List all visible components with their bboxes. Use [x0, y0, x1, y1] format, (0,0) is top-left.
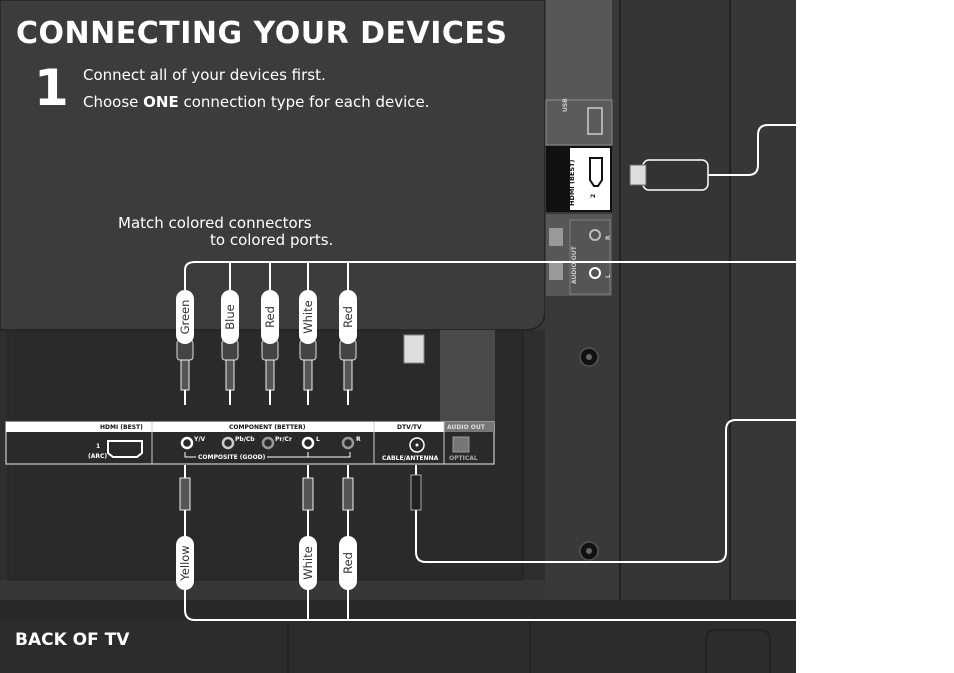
- cable-color-label: Red: [341, 552, 355, 574]
- antenna-jack-icon: [409, 437, 425, 453]
- component-header: COMPONENT (BETTER): [229, 424, 306, 431]
- hdmi1-port-icon: [107, 440, 143, 458]
- cable-antenna-label: CABLE/ANTENNA: [382, 455, 439, 462]
- instruction-line-2-pre: Choose: [83, 93, 144, 111]
- back-of-tv-label: BACK OF TV: [15, 630, 130, 650]
- prcr-jack-icon: [261, 436, 275, 450]
- cable-color-label: Red: [341, 306, 355, 328]
- audio-out-header: AUDIO OUT: [447, 424, 485, 431]
- hdmi-port-number: 1: [96, 443, 101, 450]
- hdmi-arc-label: (ARC): [88, 453, 108, 460]
- pbcb-jack-icon: [221, 436, 235, 450]
- cable-color-tag: White: [299, 536, 317, 590]
- instruction-line-2: Choose ONE connection type for each devi…: [83, 93, 430, 111]
- prcr-label: Pr/Cr: [275, 436, 292, 443]
- optical-label: OPTICAL: [449, 455, 478, 462]
- audio-out-side-label: AUDIO OUT: [571, 246, 578, 284]
- cable-color-label: Green: [178, 299, 192, 335]
- cable-color-label: Red: [263, 306, 277, 328]
- step-number: 1: [34, 59, 69, 117]
- cable-color-tag: White: [299, 290, 317, 344]
- instruction-line-1: Connect all of your devices first.: [83, 66, 326, 84]
- audio-r-side-label: R: [605, 235, 612, 240]
- coax-connector-icon: [403, 334, 425, 364]
- dtv-header: DTV/TV: [397, 424, 422, 431]
- hdmi-side-number: 2: [590, 193, 597, 198]
- cable-color-label: Yellow: [178, 545, 192, 581]
- audio-r-bottom-jack-icon: [341, 436, 355, 450]
- cable-color-tag: Red: [339, 290, 357, 344]
- cable-color-tag: Red: [339, 536, 357, 590]
- cable-color-tag: Red: [261, 290, 279, 344]
- hdmi-side-label: HDMI (BEST): [568, 159, 576, 206]
- audio-l-bottom-jack-icon: [301, 436, 315, 450]
- audio-l-jack-icon: [589, 267, 601, 279]
- cable-color-tag: Yellow: [176, 536, 194, 590]
- cable-color-tag: Blue: [221, 290, 239, 344]
- page-title: CONNECTING YOUR DEVICES: [16, 16, 508, 51]
- hdmi-cable-plug-icon: [642, 159, 709, 191]
- cable-color-label: Blue: [223, 304, 237, 330]
- hdmi-header: HDMI (BEST): [100, 424, 143, 431]
- yv-jack-icon: [180, 436, 194, 450]
- optical-port-icon: [452, 436, 470, 453]
- top-rca-plugs: [176, 334, 425, 405]
- audio-r-bottom-label: R: [356, 436, 361, 443]
- usb-label: USB: [562, 98, 569, 112]
- hdmi-port-icon: [589, 157, 603, 187]
- bottom-rca-plugs: [179, 465, 422, 511]
- instruction-line-2-post: connection type for each device.: [178, 93, 430, 111]
- audio-r-jack-icon: [589, 229, 601, 241]
- match-note-line-2: to colored ports.: [210, 231, 334, 249]
- match-note-line-1: Match colored connectors: [118, 214, 312, 232]
- cable-color-tag: Green: [176, 290, 194, 344]
- audio-l-bottom-label: L: [316, 436, 320, 443]
- composite-label: COMPOSITE (GOOD): [196, 454, 268, 461]
- device-panel: [796, 0, 954, 673]
- yv-label: Y/V: [194, 436, 206, 443]
- audio-l-side-label: L: [605, 274, 612, 278]
- cable-color-label: White: [301, 300, 315, 334]
- usb-port-icon: [587, 107, 603, 135]
- cable-color-label: White: [301, 546, 315, 580]
- instruction-line-2-bold: ONE: [143, 93, 179, 111]
- pbcb-label: Pb/Cb: [235, 436, 255, 443]
